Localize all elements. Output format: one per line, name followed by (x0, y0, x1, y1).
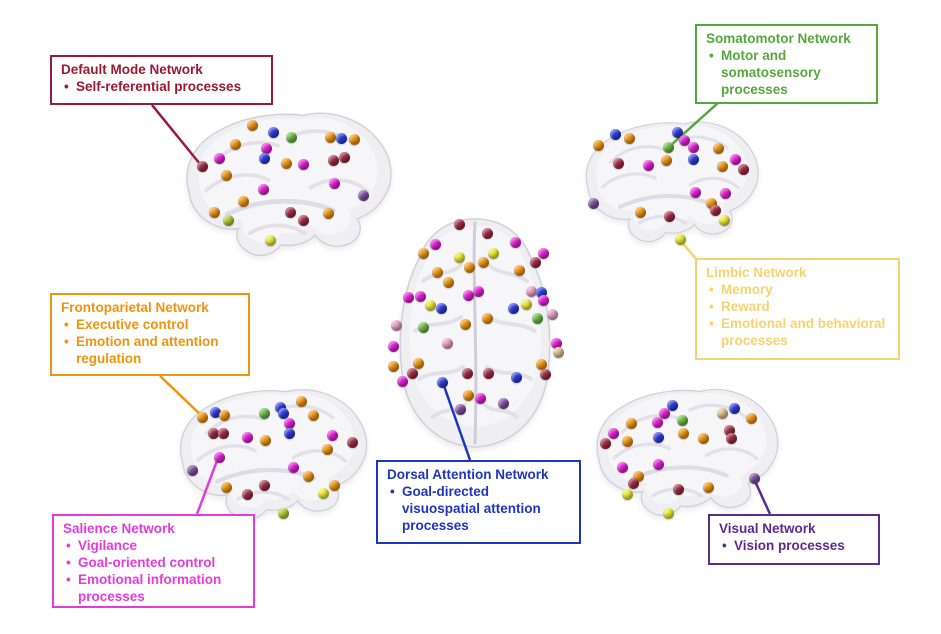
network-title: Frontoparietal Network (61, 300, 209, 315)
network-title: Dorsal Attention Network (387, 467, 549, 482)
network-bullet: Self-referential processes (61, 78, 262, 95)
network-box-frontoparietal: Frontoparietal Network Executive control… (50, 293, 250, 376)
network-bullets: Goal-directed visuospatial attention pro… (387, 483, 570, 534)
brain-dorsal-center (399, 218, 551, 448)
brain-lateral-top-right (585, 121, 759, 243)
network-box-limbic: Limbic Network MemoryRewardEmotional and… (695, 258, 900, 360)
network-title: Salience Network (63, 521, 175, 536)
network-bullets: Motor and somatosensory processes (706, 47, 867, 98)
brain-lateral-bottom-right (596, 388, 779, 516)
brain-midline (472, 221, 478, 445)
network-box-default-mode: Default Mode Network Self-referential pr… (50, 55, 273, 105)
network-title: Default Mode Network (61, 62, 203, 77)
network-box-somatomotor: Somatomotor Network Motor and somatosens… (695, 24, 878, 104)
network-bullet: Vigilance (63, 537, 244, 554)
network-bullets: Vision processes (719, 537, 869, 554)
network-bullets: MemoryRewardEmotional and behavioral pro… (706, 281, 889, 349)
brain-lateral-top-left (186, 112, 392, 256)
network-bullet: Goal-directed visuospatial attention pro… (387, 483, 570, 534)
network-title: Somatomotor Network (706, 31, 851, 46)
network-bullet: Vision processes (719, 537, 869, 554)
network-bullet: Goal-oriented control (63, 554, 244, 571)
brain-lateral-mid-left (179, 389, 368, 520)
network-bullet: Reward (706, 298, 889, 315)
network-box-salience: Salience Network VigilanceGoal-oriented … (52, 514, 255, 608)
network-title: Limbic Network (706, 265, 807, 280)
network-bullet: Memory (706, 281, 889, 298)
network-title: Visual Network (719, 521, 816, 536)
network-bullets: Executive controlEmotion and attention r… (61, 316, 239, 367)
network-bullets: VigilanceGoal-oriented controlEmotional … (63, 537, 244, 605)
network-bullet: Motor and somatosensory processes (706, 47, 867, 98)
network-bullet: Executive control (61, 316, 239, 333)
network-bullets: Self-referential processes (61, 78, 262, 95)
network-box-visual: Visual Network Vision processes (708, 514, 880, 565)
network-bullet: Emotional information processes (63, 571, 244, 605)
network-bullet: Emotion and attention regulation (61, 333, 239, 367)
network-bullet: Emotional and behavioral processes (706, 315, 889, 349)
network-box-dorsal-attention: Dorsal Attention Network Goal-directed v… (376, 460, 581, 544)
